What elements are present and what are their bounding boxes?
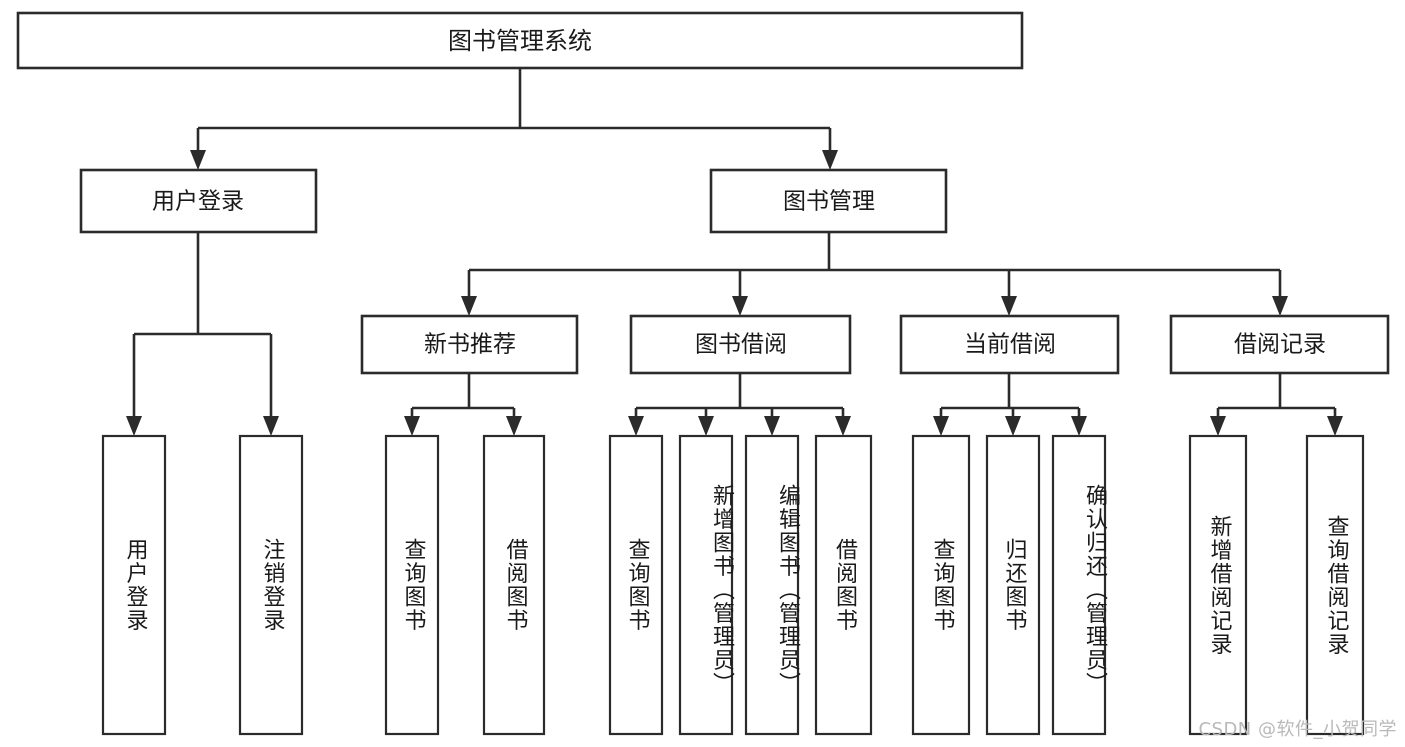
csdn-watermark: CSDN @软件_小贺同学 <box>1198 719 1397 740</box>
node-user-login[interactable]: 用户登录 <box>79 168 318 234</box>
connector-root-to-level2 <box>190 68 838 170</box>
node-borrow-record-label: 借阅记录 <box>1234 332 1326 358</box>
node-book-manage[interactable]: 图书管理 <box>709 168 948 234</box>
leaf-box-user-login[interactable] <box>101 434 167 736</box>
connector-newbookrec-to-leaves <box>404 373 522 436</box>
leaf-box-query-record[interactable] <box>1305 434 1365 736</box>
node-new-book-rec[interactable]: 新书推荐 <box>360 314 579 375</box>
connector-currentborrow-to-leaves <box>933 373 1087 436</box>
node-borrow-record[interactable]: 借阅记录 <box>1169 314 1390 375</box>
connector-borrowrecord-to-leaves <box>1210 373 1343 436</box>
node-new-book-rec-label: 新书推荐 <box>424 332 516 358</box>
node-book-borrow[interactable]: 图书借阅 <box>629 314 852 375</box>
leaf-box-query-book-cb[interactable] <box>911 434 971 736</box>
connector-bookmanage-to-level3 <box>461 232 1288 316</box>
leaf-box-borrow-book-bb[interactable] <box>814 434 873 736</box>
leaf-box-confirm-return[interactable] <box>1051 434 1107 736</box>
node-user-login-label: 用户登录 <box>152 189 244 215</box>
node-root-system[interactable]: 图书管理系统 <box>16 11 1024 70</box>
leaf-box-return-book[interactable] <box>985 434 1041 736</box>
leaf-boxes <box>101 434 1365 736</box>
leaf-box-logout[interactable] <box>238 434 304 736</box>
node-book-borrow-label: 图书借阅 <box>695 332 787 358</box>
node-book-manage-label: 图书管理 <box>783 189 875 215</box>
connector-userlogin-to-leaves <box>126 232 279 436</box>
leaf-box-edit-book[interactable] <box>744 434 800 736</box>
connector-bookborrow-to-leaves <box>628 373 851 436</box>
leaf-box-query-book-bb[interactable] <box>608 434 664 736</box>
node-root-label: 图书管理系统 <box>448 27 592 55</box>
node-current-borrow[interactable]: 当前借阅 <box>899 314 1120 375</box>
node-current-borrow-label: 当前借阅 <box>964 332 1056 358</box>
leaf-box-borrow-book-rec[interactable] <box>482 434 546 736</box>
leaf-box-add-book[interactable] <box>678 434 734 736</box>
leaf-box-add-record[interactable] <box>1188 434 1248 736</box>
leaf-box-query-book-rec[interactable] <box>384 434 440 736</box>
